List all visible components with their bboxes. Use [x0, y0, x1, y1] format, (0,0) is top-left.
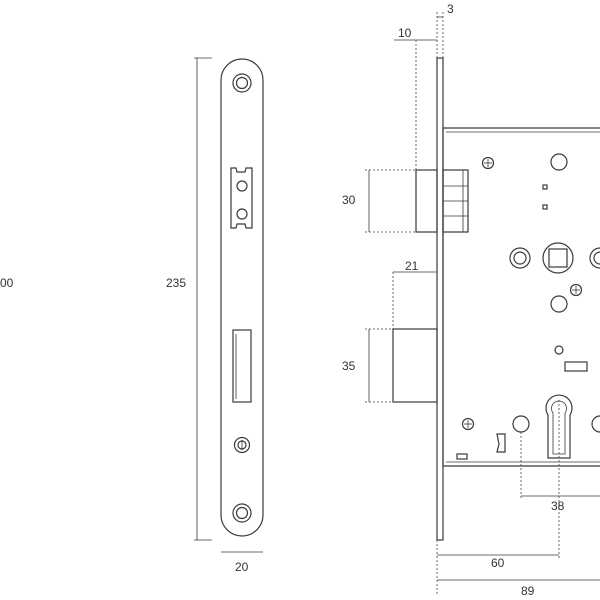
- body-depth-label: 89: [521, 584, 535, 598]
- handle-follower: [509, 242, 600, 274]
- latch-height-label: 30: [342, 193, 356, 207]
- rose-hole-right: [591, 415, 600, 433]
- cylinder-distance-label: 38: [551, 499, 565, 513]
- lower-screw: [461, 417, 475, 431]
- deadbolt-opening: [232, 329, 252, 403]
- latch-opening: [230, 167, 253, 229]
- deadbolt: [392, 328, 438, 403]
- top-screw-hole: [232, 73, 252, 93]
- width-dimension-label: 20: [235, 560, 249, 574]
- cylinder-profile: [545, 394, 573, 459]
- upper-round-hole: [550, 153, 568, 171]
- lower-catch: [496, 433, 506, 453]
- thickness-dimension-label: 3: [447, 2, 454, 16]
- upper-screw: [481, 156, 495, 170]
- faceplate-outline: [220, 58, 264, 537]
- lock-side-view: 3 10 30 21 35: [342, 2, 600, 598]
- height-dimension-label: 235: [166, 276, 186, 290]
- offset-dimension-label: 10: [398, 26, 412, 40]
- bottom-screw-hole: [232, 503, 252, 523]
- faceplate-edge: [436, 57, 444, 541]
- latch-bolt: [415, 169, 469, 233]
- cut-off-dimension-label: 00: [0, 276, 14, 290]
- rose-hole-left: [512, 415, 530, 433]
- deadbolt-height-label: 35: [342, 359, 356, 373]
- middle-screw-hole: [233, 436, 251, 454]
- faceplate-front-view: 235 20: [166, 57, 264, 574]
- deadbolt-projection-label: 21: [405, 259, 419, 273]
- lock-body: [442, 127, 600, 467]
- backset-label: 60: [491, 556, 505, 570]
